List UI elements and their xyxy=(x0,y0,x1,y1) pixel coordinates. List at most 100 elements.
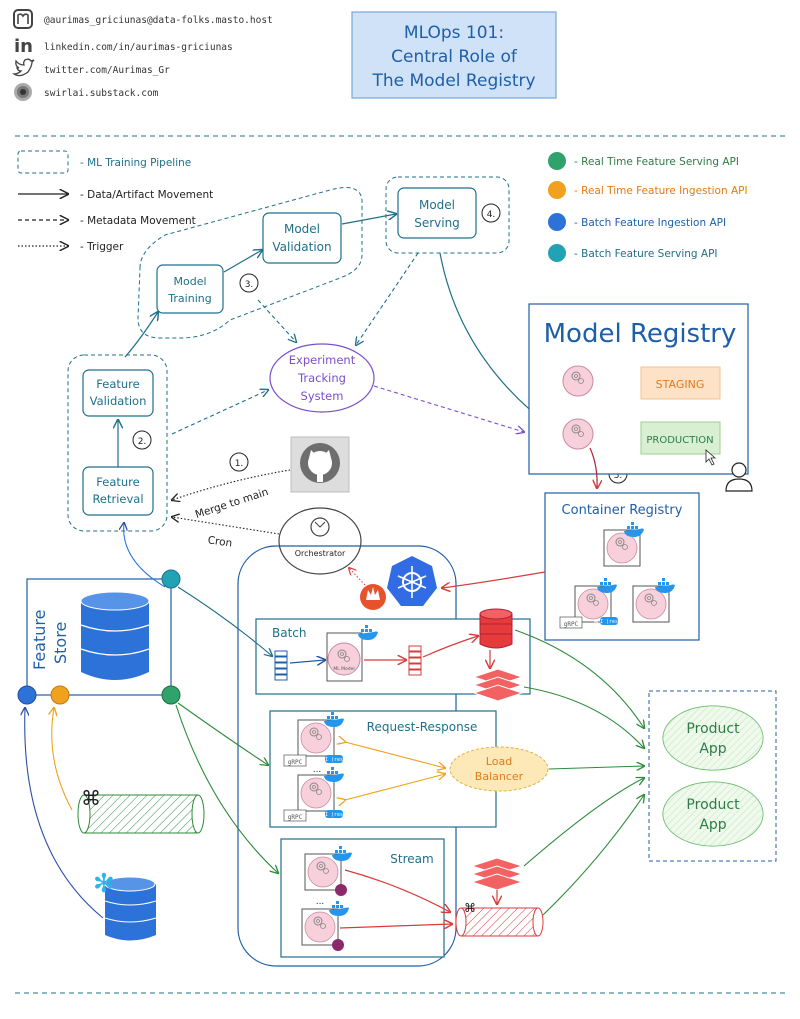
cycle-icon xyxy=(310,517,330,537)
api-legend-label: - Real Time Feature Ingestion API xyxy=(574,185,748,197)
experiment-tracking-node[interactable]: Experiment Tracking System xyxy=(269,343,375,413)
feature-validation-node[interactable]: Feature Validation xyxy=(82,369,154,417)
user-icon xyxy=(725,462,753,492)
api-legend-label: - Batch Feature Ingestion API xyxy=(574,217,726,229)
arrow-validation-training xyxy=(124,312,158,358)
mastodon-link[interactable]: @aurimas_griciunas@data-folks.masto.host xyxy=(44,15,273,26)
rr-api-label-1: API (rest) xyxy=(319,757,349,763)
twitter-link[interactable]: twitter.com/Aurimas_Gr xyxy=(44,65,170,76)
model-serving-label-1: Model xyxy=(419,198,455,212)
step-3-label: 3. xyxy=(245,280,254,290)
step-badge-1: 1. xyxy=(229,452,249,472)
legend-data-movement: - Data/Artifact Movement xyxy=(80,189,213,201)
stream-box: Stream ... xyxy=(280,838,452,958)
rr-dots: ... xyxy=(313,765,322,775)
request-response-label: Request-Response xyxy=(367,720,478,734)
api-legend-label: - Real Time Feature Serving API xyxy=(574,156,739,168)
social-links: @aurimas_griciunas@data-folks.masto.host… xyxy=(11,9,273,101)
production-badge[interactable] xyxy=(640,421,721,455)
container-registry-title: Container Registry xyxy=(562,503,683,518)
container-registry: Container Registry gRPC API (rest) xyxy=(544,492,700,641)
mastodon-icon xyxy=(13,9,33,29)
title-box: MLOps 101: Central Role of The Model Reg… xyxy=(351,11,557,99)
training-container xyxy=(137,187,363,339)
feature-validation-label-1: Feature xyxy=(96,377,139,391)
container-grpc-label: gRPC xyxy=(564,621,579,628)
feature-container xyxy=(67,354,168,532)
legend-pipeline: - ML Training Pipeline xyxy=(80,157,191,169)
product-app-2[interactable]: Product App xyxy=(662,781,764,847)
model-validation-node[interactable]: Model Validation xyxy=(262,212,342,264)
production-model-icon xyxy=(562,418,594,450)
step-2-label: 2. xyxy=(138,437,147,447)
staging-badge[interactable] xyxy=(640,366,721,400)
linkedin-link[interactable]: linkedin.com/in/aurimas-griciunas xyxy=(44,42,233,53)
kafka-icon-input: ⌘ xyxy=(81,786,101,810)
title-line-3: The Model Registry xyxy=(371,71,535,91)
svg-text:in: in xyxy=(14,36,33,57)
model-training-label-1: Model xyxy=(173,275,206,288)
feature-retrieval-label-2: Retrieval xyxy=(92,492,143,506)
stream-output-layers xyxy=(470,857,524,891)
model-validation-label-1: Model xyxy=(284,222,320,236)
prometheus-icon xyxy=(360,584,386,610)
batch-input-queue xyxy=(274,650,288,681)
feature-store-label-2: Store xyxy=(51,622,70,664)
experiment-tracking-label-2: Tracking xyxy=(297,371,346,385)
api-legend-dot xyxy=(548,244,566,262)
api-legend-dot xyxy=(548,152,566,170)
rr-grpc-label-1: gRPC xyxy=(288,759,303,766)
batch-label: Batch xyxy=(272,626,307,640)
product-app-1[interactable]: Product App xyxy=(662,705,764,771)
load-balancer[interactable]: Load Balancer xyxy=(449,746,549,792)
kafka-topic-input: ⌘ xyxy=(77,786,205,834)
substack-link[interactable]: swirlai.substack.com xyxy=(44,88,159,99)
serving-container xyxy=(385,176,510,254)
kafka-consumer-icon-1 xyxy=(335,884,347,896)
load-balancer-label-1: Load xyxy=(486,755,512,768)
step-badge-3: 3. xyxy=(239,273,259,293)
model-serving-label-2: Serving xyxy=(414,216,460,230)
kubernetes-icon xyxy=(387,556,437,606)
batch-ml-model-label: ML Model xyxy=(333,666,354,672)
model-training-label-2: Training xyxy=(167,292,211,305)
product-app-1-label-2: App xyxy=(699,741,726,757)
github-icon xyxy=(290,436,350,493)
triggers: Merge to main Orchestrator Cron xyxy=(172,436,362,575)
batch-output-layers xyxy=(472,668,524,702)
orchestrator-node[interactable]: Orchestrator xyxy=(278,507,362,575)
substack-icon xyxy=(14,83,32,101)
feature-store-db xyxy=(80,591,150,680)
legend-trigger: - Trigger xyxy=(80,241,124,253)
arrow-validation-serving xyxy=(341,214,396,225)
realtime-ingestion-api-dot[interactable] xyxy=(50,685,70,705)
experiment-tracking-label-1: Experiment xyxy=(289,353,356,367)
training-pipeline: Model Training Model Validation Model Se… xyxy=(67,176,628,532)
model-registry: Model Registry STAGING PRODUCTION xyxy=(528,303,753,492)
batch-serving-api-dot[interactable] xyxy=(161,569,181,589)
model-serving-node[interactable]: Model Serving xyxy=(397,187,477,239)
staging-model-icon xyxy=(562,365,594,397)
feature-retrieval-node[interactable]: Feature Retrieval xyxy=(82,466,154,516)
title-line-2: Central Role of xyxy=(391,47,518,67)
step-badge-4: 4. xyxy=(481,203,501,223)
legend-metadata-movement: - Metadata Movement xyxy=(80,215,196,227)
container-api-label: API (rest) xyxy=(594,619,624,625)
request-response-box: Request-Response gRPC API (rest) gRPC AP… xyxy=(269,710,497,828)
feature-retrieval-label-1: Feature xyxy=(96,475,139,489)
title-line-1: MLOps 101: xyxy=(404,23,504,43)
legend: - ML Training Pipeline - Data/Artifact M… xyxy=(17,150,213,253)
realtime-serving-api-dot[interactable] xyxy=(161,685,181,705)
stream-output-topic: ⌘ xyxy=(455,901,544,937)
batch-output-db xyxy=(479,608,513,649)
model-training-node[interactable]: Model Training xyxy=(156,264,224,314)
api-legend-dot xyxy=(548,181,566,199)
snowflake-db: ✻ xyxy=(93,869,157,941)
kafka-consumer-icon-2 xyxy=(332,939,344,951)
step-badge-2: 2. xyxy=(132,430,152,450)
load-balancer-label-2: Balancer xyxy=(475,770,524,783)
legend-pipeline-swatch xyxy=(17,150,69,174)
cursor-icon xyxy=(705,449,717,466)
batch-ingestion-api-dot[interactable] xyxy=(17,685,37,705)
